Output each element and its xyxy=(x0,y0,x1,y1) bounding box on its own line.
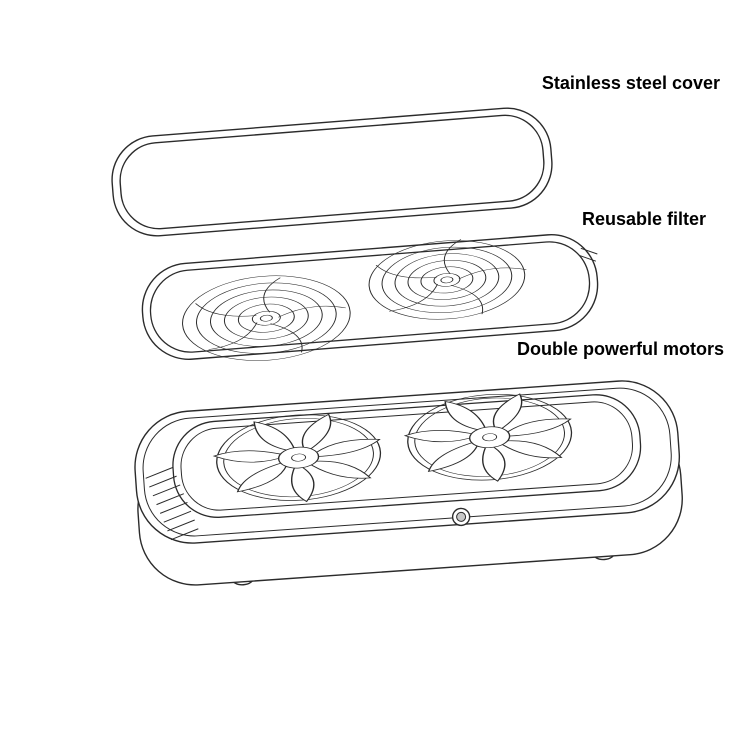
right-motor-fan xyxy=(403,392,573,482)
mesh-cover-plate xyxy=(119,114,545,230)
label-stainless-steel-cover: Stainless steel cover xyxy=(541,73,720,93)
power-button xyxy=(451,507,471,527)
motor-base-part xyxy=(134,380,683,586)
label-reusable-filter: Reusable filter xyxy=(581,209,706,229)
label-double-powerful-motors: Double powerful motors xyxy=(517,339,724,359)
right-filter-disc xyxy=(368,238,528,320)
vent-grille xyxy=(145,466,199,541)
left-filter-disc xyxy=(182,275,351,361)
left-motor-fan xyxy=(212,413,382,503)
stainless-steel-cover-part xyxy=(111,107,553,237)
reusable-filter-part xyxy=(141,234,599,361)
filter-clip xyxy=(579,247,598,262)
